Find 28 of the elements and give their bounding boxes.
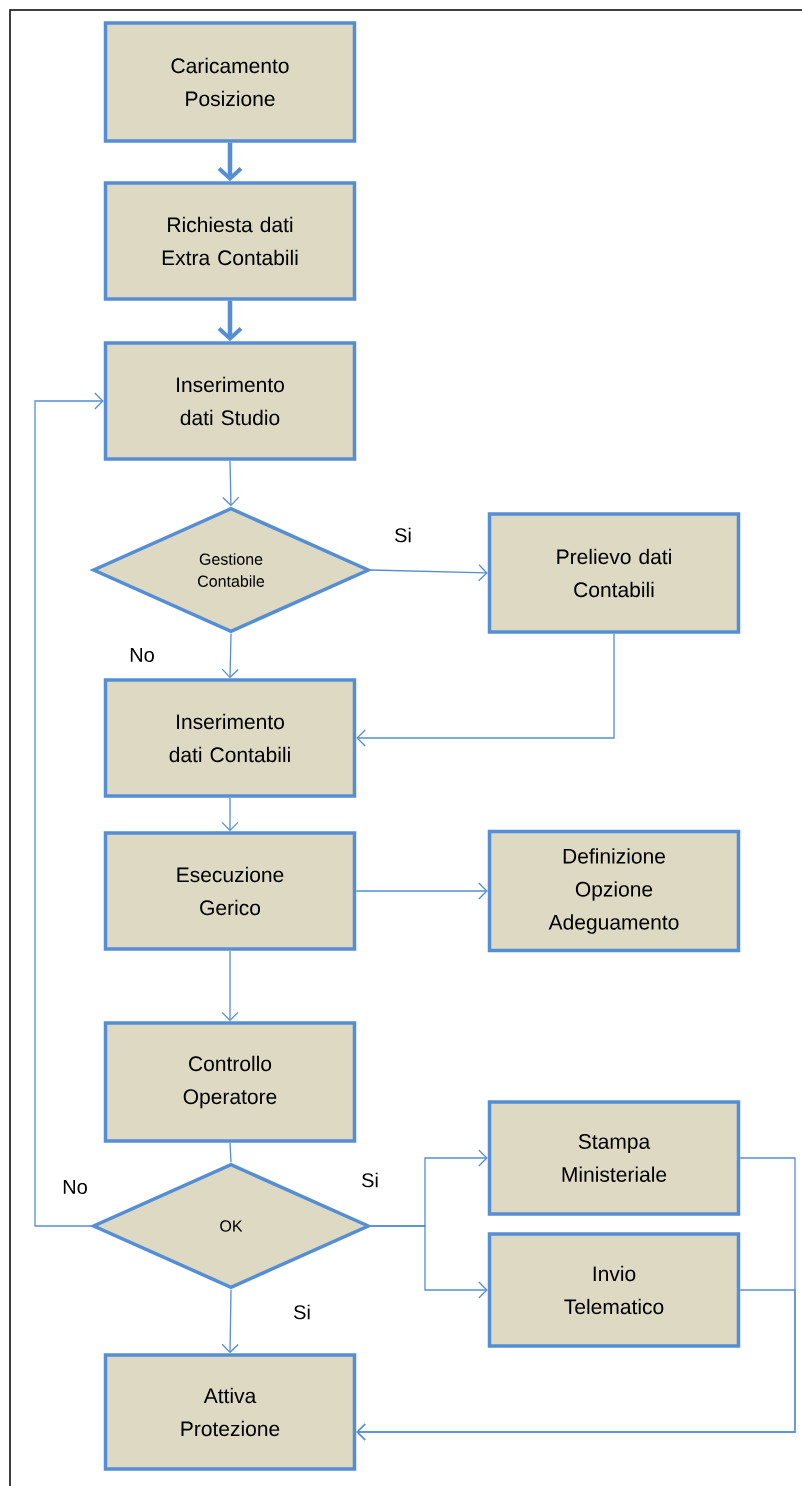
- process-box: Invio Telematico: [487, 1232, 741, 1348]
- process-box: Controllo Operatore: [103, 1021, 357, 1143]
- arrow: [217, 142, 243, 182]
- edge-label: Si: [395, 527, 411, 543]
- arrow: [370, 564, 488, 582]
- arrow: [370, 1225, 488, 1299]
- arrow: [356, 633, 615, 747]
- process-box: Inserimento dati Contabili: [103, 678, 357, 798]
- process-box: Esecuzione Gerico: [103, 831, 357, 951]
- arrow: [221, 633, 239, 679]
- arrow: [221, 1289, 239, 1354]
- process-box: Definizione Opzione Adeguamento: [487, 829, 741, 953]
- edge-label: Si: [294, 1304, 310, 1320]
- process-box: Stampa Ministeriale: [487, 1100, 741, 1216]
- arrow: [222, 460, 240, 507]
- process-box: Prelievo dati Contabili: [487, 512, 741, 634]
- arrow: [217, 300, 243, 342]
- edge-label: No: [63, 1180, 87, 1194]
- arrow: [356, 1289, 796, 1441]
- process-box: Attiva Protezione: [103, 1353, 357, 1471]
- process-box: Caricamento Posizione: [103, 21, 357, 143]
- edge-label: No: [130, 648, 154, 662]
- process-box: Richiesta dati Extra Contabili: [103, 181, 357, 301]
- arrow: [221, 950, 239, 1022]
- arrow: [34, 392, 104, 1227]
- arrow: [355, 882, 488, 900]
- process-box: Inserimento dati Studio: [103, 341, 357, 461]
- arrow: [221, 797, 239, 832]
